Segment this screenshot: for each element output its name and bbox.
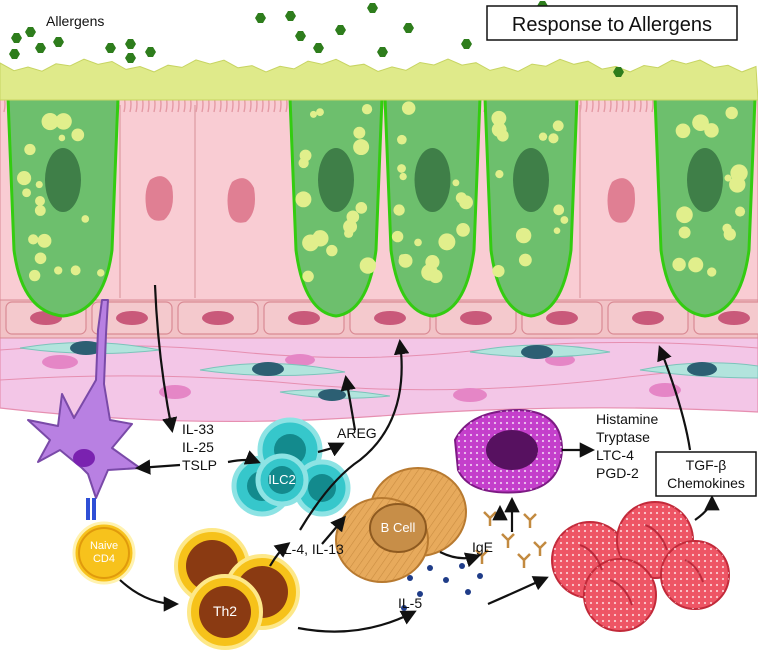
goblet-cell [653,91,757,318]
arrow-th2-to-il4 [269,542,291,567]
stroma-nuclei [42,354,681,402]
arrow-bcell-to-ige [439,551,481,568]
il5-particles [401,563,483,611]
naive-cd4-cell [72,521,136,585]
label-il4-il13: IL-4, IL-13 [280,541,344,557]
label-il33: IL-33 [182,421,214,437]
tgfb-chemokines-box [655,451,757,497]
arrow-eosinophil-to-tgfb [694,494,720,521]
label-ilc2: ILC2 [268,472,295,487]
arrow-cytokines-to-dendritic [134,459,181,475]
label-ige: IgE [472,539,493,555]
fibroblasts [19,341,758,401]
label-il25: IL-25 [182,439,214,455]
goblet-cell [483,91,579,318]
goblet-cell [383,91,482,318]
b-cell-cluster [335,467,467,583]
mast-cell [453,408,564,494]
arrow-areg-to-epithelium [340,374,357,431]
label-tslp: TSLP [182,457,217,473]
label-ltc4: LTC-4 [596,447,634,463]
mucus-layer [0,58,758,101]
goblet-cell [6,91,120,318]
label-naive: Naive [90,540,118,552]
ilc2-cluster [231,417,351,517]
pathway-arrows [119,284,720,633]
basal-layer [0,297,758,339]
label-pgd2: PGD-2 [596,465,639,481]
label-histamine: Histamine [596,411,658,427]
allergen-particles [9,1,624,77]
goblet-cell [288,91,384,318]
ige-antibodies [475,511,547,568]
eosinophil-cluster [551,501,730,632]
basal-cells [5,301,758,335]
label-tryptase: Tryptase [596,429,650,445]
arrow-epithelium-to-cytokines [153,284,178,434]
title-box [486,5,738,41]
label-bcell: B Cell [381,520,416,535]
label-cd4: CD4 [93,553,115,565]
arrow-ilc2-to-areg [317,442,345,457]
stroma-layer [0,323,758,423]
arrow-tgfb-to-epithelium [657,345,692,451]
label-il5: IL-5 [398,595,422,611]
label-th2: Th2 [213,603,237,619]
arrow-il4-to-bcell [321,515,346,545]
label-areg: AREG [337,425,377,441]
title: Response to Allergens [512,14,712,36]
arrow-il4-to-epithelium [299,338,410,531]
goblet-cells [6,91,757,318]
arrow-naive-to-th2 [119,579,180,612]
arrow-th2-to-il5 [297,610,417,633]
ciliated-nuclei [145,176,635,223]
label-allergens: Allergens [46,13,104,29]
ciliated-cell-borders [119,105,581,298]
label-chemokines: Chemokines [667,475,745,491]
dendritic-cell [27,299,141,520]
th2-cluster [174,528,300,650]
arrow-cytokines-to-ilc2 [227,450,261,465]
arrow-il5-to-eosinophil [487,576,549,606]
label-tgfb: TGF-β [686,457,727,473]
